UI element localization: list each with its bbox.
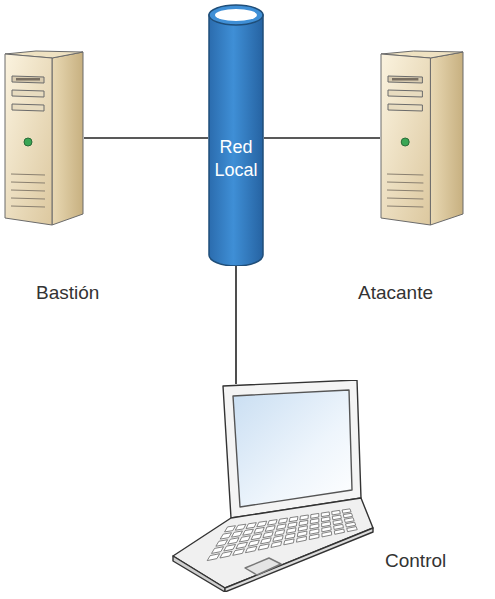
- server-node: Bastión: [4, 50, 84, 226]
- server-node: Atacante: [380, 50, 464, 226]
- network-link: [235, 266, 237, 384]
- network-cylinder: Red Local: [208, 4, 264, 266]
- server-icon: [380, 50, 464, 226]
- server-icon: [4, 50, 84, 226]
- network-link: [264, 137, 380, 139]
- host-label: Control: [385, 550, 446, 573]
- cylinder-icon: [208, 4, 264, 266]
- host-label: Atacante: [358, 282, 433, 305]
- laptop-node: Control: [165, 380, 375, 592]
- network-label: Red Local: [208, 136, 264, 183]
- laptop-icon: [165, 380, 375, 592]
- network-link: [84, 137, 208, 139]
- host-label: Bastión: [36, 282, 99, 305]
